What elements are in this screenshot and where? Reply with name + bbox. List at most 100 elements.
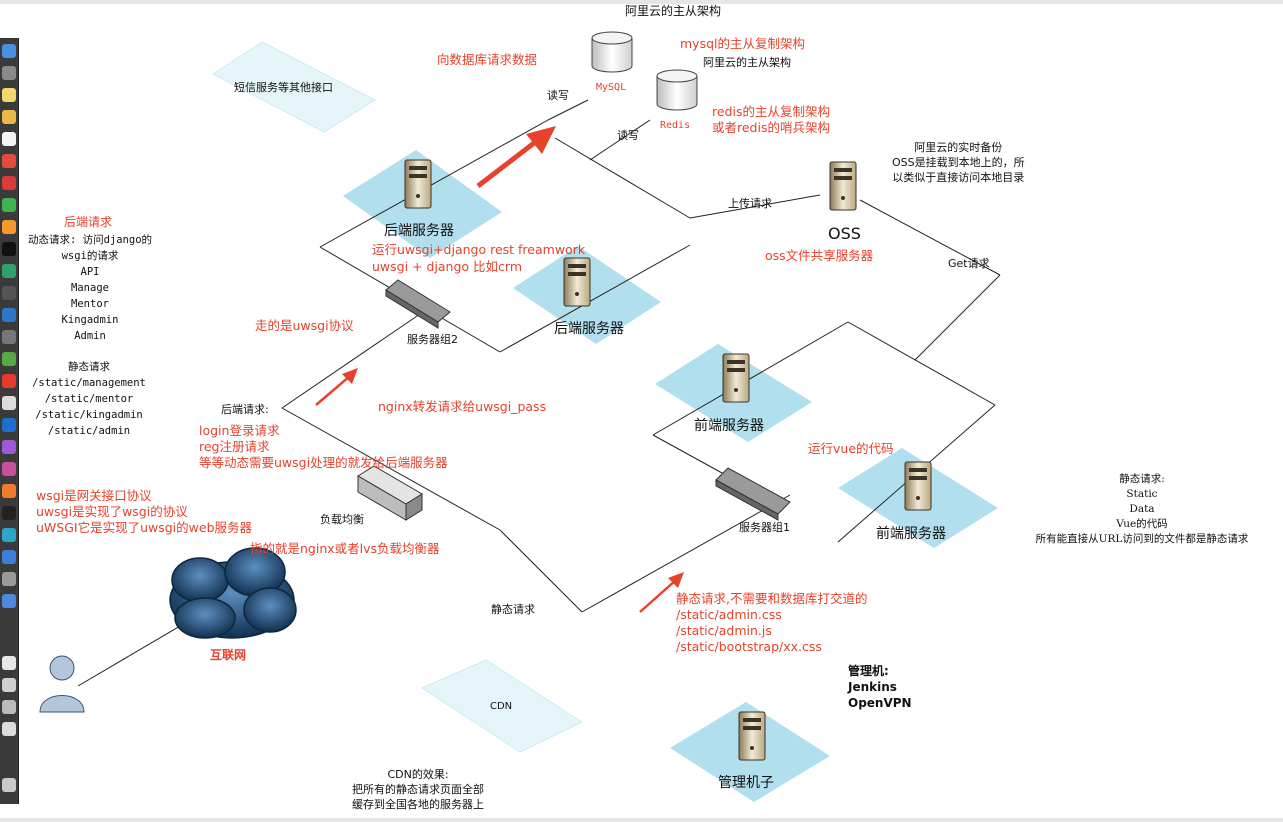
file-icon[interactable]: [2, 656, 16, 670]
mysql-master-slave-label: mysql的主从复制架构: [680, 36, 805, 51]
app-gray-icon[interactable]: [2, 572, 16, 586]
run-vue-label: 运行vue的代码: [808, 441, 894, 456]
safari-icon[interactable]: [2, 484, 16, 498]
static-request-label: 静态请求: [491, 603, 535, 616]
aliyun-master-slave-top-label: 阿里云的主从架构: [625, 4, 722, 18]
cdn-effect-note: CDN的效果: 把所有的静态请求页面全部 缓存到全国各地的服务器上: [352, 767, 484, 812]
pycharm-icon[interactable]: [2, 264, 16, 278]
server-group-1-switch-icon: [715, 467, 791, 521]
chrome-icon[interactable]: [2, 154, 16, 168]
redis-arch-label-1: redis的主从复制架构: [712, 104, 830, 119]
app-blue-icon[interactable]: [2, 550, 16, 564]
dock[interactable]: [0, 38, 19, 804]
backend-server-1-label: 后端服务器: [384, 223, 454, 239]
backend-server-1-icon: [404, 159, 432, 209]
file-icon-2[interactable]: [2, 678, 16, 692]
iso-icon[interactable]: [2, 286, 16, 300]
left-backend-note: 动态请求: 访问django的 wsgi的请求 API Manage Mento…: [19, 232, 161, 344]
wsgi-line: wsgi是网关接口协议: [36, 488, 152, 503]
redis-arch-label-2: 或者redis的哨兵架构: [712, 120, 830, 135]
network-lines: [77, 99, 1001, 687]
uwsgi-run-label-2: uwsgi + django 比如crm: [372, 259, 523, 274]
typora-icon[interactable]: [2, 396, 16, 410]
left-backend-title: 后端请求: [64, 215, 113, 229]
qq-icon[interactable]: [2, 506, 16, 520]
internet-cloud-icon: [169, 547, 297, 639]
aliyun-master-slave-label-2: 阿里云的主从架构: [703, 56, 791, 69]
sublime-icon[interactable]: [2, 220, 16, 234]
cdn-label: CDN: [490, 701, 513, 712]
settings-icon[interactable]: [2, 330, 16, 344]
mysql-db-icon: [591, 31, 633, 73]
login-request-line: login登录请求: [199, 423, 280, 438]
cdn-effect-line: 把所有的静态请求页面全部: [352, 783, 484, 796]
oss-backup-line: OSS是挂载到本地上的，所: [892, 156, 1025, 169]
left-static-note: 静态请求 /static/management /static/mentor /…: [26, 359, 152, 439]
user-icon: [39, 655, 85, 713]
red-arrows: [315, 126, 684, 613]
uwsgi-run-label-1: 运行uwsgi+django rest freamwork: [372, 242, 586, 257]
folder-icon[interactable]: [2, 110, 16, 124]
file-icon-3[interactable]: [2, 722, 16, 736]
mgmt-server-icon: [738, 711, 766, 761]
wsgi-line: uWSGI它是实现了uwsgi的web服务器: [36, 520, 253, 535]
login-request-line: 等等动态需要uwsgi处理的就发给后端服务器: [199, 455, 448, 470]
left-backend-line: Mentor: [71, 298, 109, 310]
player-icon[interactable]: [2, 418, 16, 432]
static-files-line: /static/admin.css: [676, 607, 782, 622]
left-static-line: /static/mentor: [44, 393, 134, 405]
backend-server-2-label: 后端服务器: [554, 321, 624, 337]
get-request-label: Get请求: [948, 257, 990, 270]
screenshot-icon[interactable]: [2, 700, 16, 714]
app-teal-icon[interactable]: [2, 528, 16, 542]
right-static-line: 所有能直接从URL访问到的文件都是静态请求: [1035, 533, 1249, 545]
photo-icon[interactable]: [2, 462, 16, 476]
trash-icon[interactable]: [2, 778, 16, 792]
read-write-label-2: 读写: [617, 129, 639, 142]
app-green-icon[interactable]: [2, 352, 16, 366]
static-files-line: 静态请求,不需要和数据库打交道的: [676, 591, 868, 606]
nginx-forward-label: nginx转发请求给uwsgi_pass: [378, 399, 547, 414]
cdn-effect-line: CDN的效果:: [387, 768, 449, 781]
internet-label: 互联网: [210, 648, 247, 662]
left-static-line: /static/management: [32, 377, 146, 389]
left-backend-line: wsgi的请求: [61, 250, 119, 262]
right-static-line: Static: [1126, 488, 1158, 500]
vscode-icon[interactable]: [2, 308, 16, 322]
static-files-note: 静态请求,不需要和数据库打交道的 /static/admin.css /stat…: [676, 591, 867, 655]
launchpad-icon[interactable]: [2, 66, 16, 80]
wsgi-line: uwsgi是实现了wsgi的协议: [36, 504, 188, 519]
calendar-icon[interactable]: [2, 132, 16, 146]
mgmt-item: Jenkins: [848, 680, 897, 694]
cdn-diamond: [420, 659, 584, 753]
nginx-lvs-label: 指的就是nginx或者lvs负载均衡器: [250, 541, 440, 556]
right-static-line: Data: [1129, 503, 1155, 515]
finder-icon[interactable]: [2, 44, 16, 58]
backend-server-2-icon: [563, 257, 591, 307]
notes-icon[interactable]: [2, 88, 16, 102]
frontend-server-2-label: 前端服务器: [876, 526, 946, 542]
link-icon[interactable]: [2, 594, 16, 608]
sms-diamond: [212, 41, 377, 133]
app-multicolor-icon[interactable]: [2, 440, 16, 454]
load-balancer-label: 负载均衡: [320, 513, 364, 526]
oss-backup-line: 阿里云的实时备份: [914, 141, 1003, 154]
login-request-note: login登录请求 reg注册请求 等等动态需要uwsgi处理的就发给后端服务器: [199, 423, 448, 471]
oss-backup-line: 以类似于直接访问本地目录: [892, 171, 1025, 184]
wechat-icon[interactable]: [2, 198, 16, 212]
terminal-icon[interactable]: [2, 242, 16, 256]
frontend-server-1-label: 前端服务器: [694, 418, 764, 434]
mgmt-item: OpenVPN: [848, 696, 912, 710]
right-static-note: 静态请求: Static Data Vue的代码 所有能直接从URL访问到的文件…: [1012, 472, 1272, 547]
weibo-icon[interactable]: [2, 374, 16, 388]
uwsgi-protocol-label: 走的是uwsgi协议: [255, 318, 354, 333]
mgmt-title: 管理机:: [848, 664, 889, 678]
window-top-bar: [0, 0, 1283, 4]
frontend-server-2-icon: [904, 461, 932, 511]
oss-server-icon: [829, 161, 857, 211]
app-red-icon[interactable]: [2, 176, 16, 190]
server-group-2-label: 服务器组2: [407, 333, 458, 346]
right-static-line: 静态请求:: [1119, 473, 1165, 485]
left-static-line: /static/admin: [47, 425, 131, 437]
